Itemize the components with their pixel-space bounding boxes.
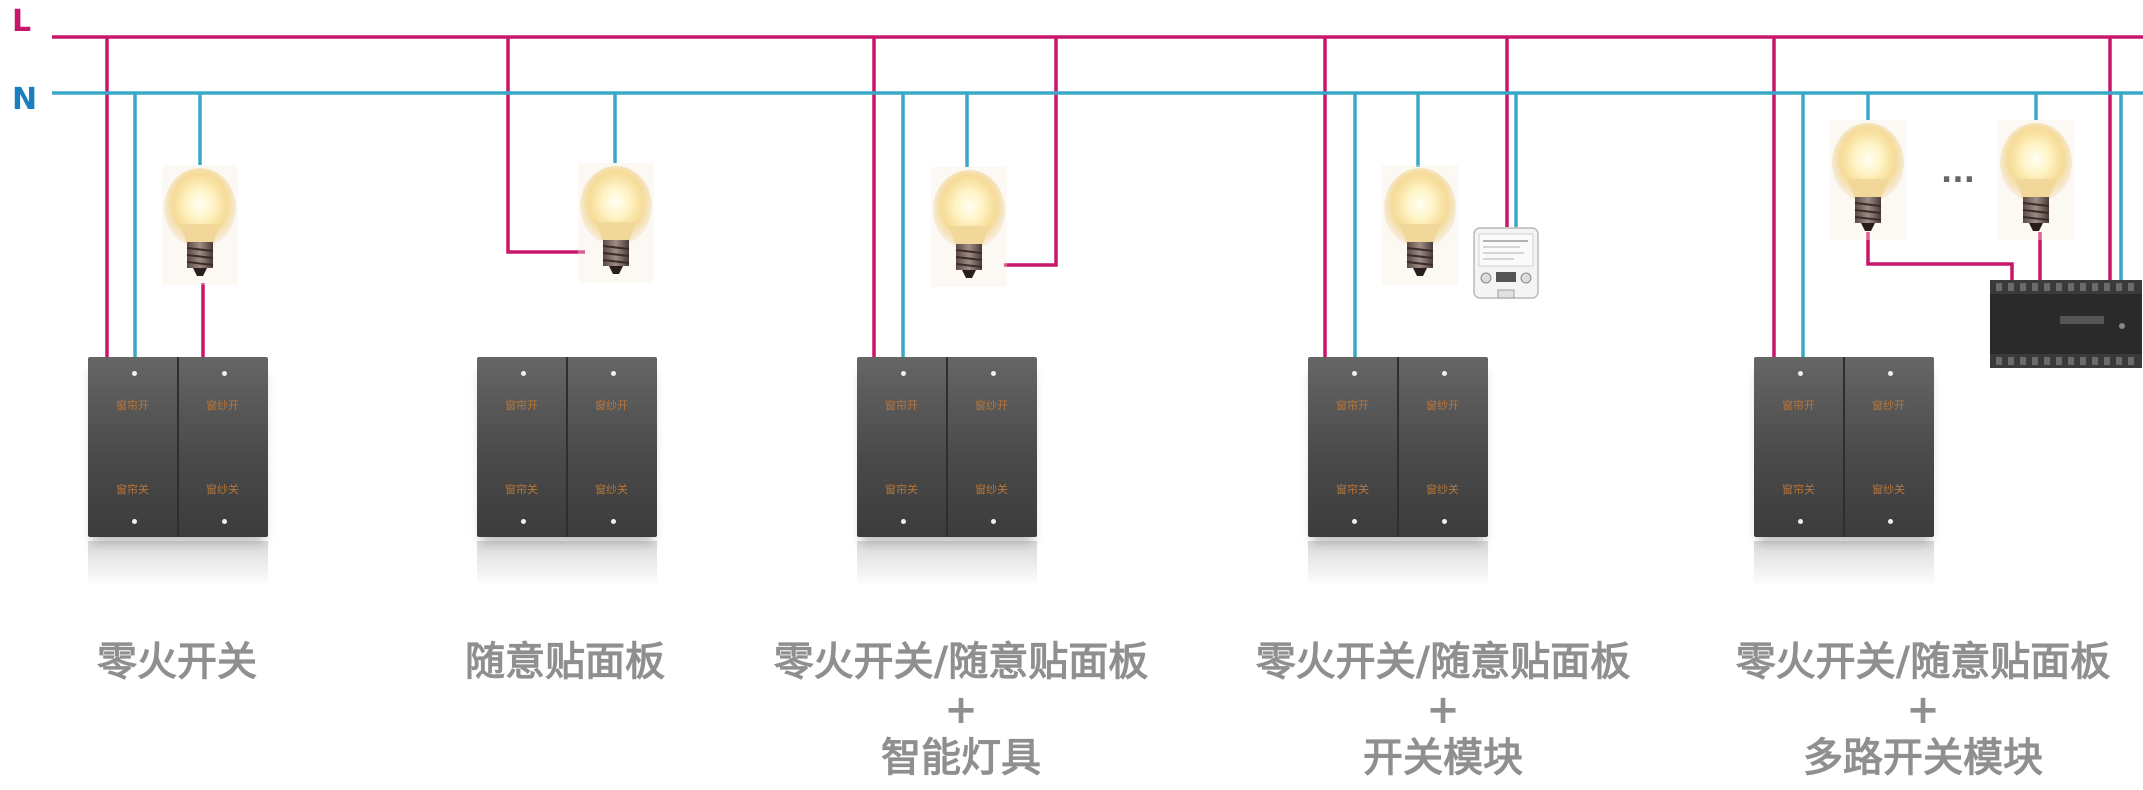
live-wire-3-lamp [1004, 37, 1058, 267]
live-wires [52, 35, 2143, 357]
indicator-dot [1442, 519, 1447, 524]
key-label: 窗帘开 [1782, 399, 1815, 412]
caption-line: + [1906, 687, 1940, 733]
indicator-dot [611, 519, 616, 524]
neutral-line-label: N [12, 82, 38, 117]
indicator-dot [222, 519, 227, 524]
key-label: 窗帘关 [1782, 483, 1815, 496]
key-label: 窗纱关 [975, 483, 1008, 496]
panel-divider [1843, 357, 1845, 537]
indicator-dot [1888, 371, 1893, 376]
key-label: 窗帘关 [505, 483, 538, 496]
panel-divider [177, 357, 179, 537]
indicator-dot [901, 519, 906, 524]
indicator-dot [521, 371, 526, 376]
scenario-caption: 随意贴面板 [305, 638, 825, 686]
indicator-dot [991, 371, 996, 376]
switch-panel: 窗帘开 窗纱开 窗帘关 窗纱关 [857, 357, 1037, 587]
key-label: 窗帘关 [1336, 483, 1369, 496]
key-label: 窗帘开 [885, 399, 918, 412]
key-label: 窗纱关 [595, 483, 628, 496]
indicator-dot [901, 371, 906, 376]
switch-panel: 窗帘开 窗纱开 窗帘关 窗纱关 [1308, 357, 1488, 587]
key-label: 窗帘开 [116, 399, 149, 412]
indicator-dot [1442, 371, 1447, 376]
scenario-caption: 零火开关/随意贴面板 + 开关模块 [1183, 638, 1703, 782]
caption-line: 零火开关 [97, 639, 257, 685]
key-label: 窗纱开 [1426, 399, 1459, 412]
panel-divider [946, 357, 948, 537]
key-label: 窗帘关 [116, 483, 149, 496]
key-label: 窗纱关 [1426, 483, 1459, 496]
bulb-icon [1381, 164, 1459, 286]
scenario-caption: 零火开关 [0, 638, 437, 686]
key-label: 窗纱开 [975, 399, 1008, 412]
indicator-dot [611, 371, 616, 376]
caption-line: + [944, 687, 978, 733]
indicator-dot [991, 519, 996, 524]
bulb-icon [161, 164, 239, 286]
switch-panel: 窗帘开 窗纱开 窗帘关 窗纱关 [1754, 357, 1934, 587]
bulb-icon [577, 162, 655, 284]
indicator-dot [1352, 519, 1357, 524]
caption-line: + [1426, 687, 1460, 733]
switch-panel: 窗帘开 窗纱开 窗帘关 窗纱关 [88, 357, 268, 587]
indicator-dot [1798, 371, 1803, 376]
bulb-icon [1997, 119, 2075, 241]
caption-line: 随意贴面板 [465, 639, 665, 685]
caption-line: 零火开关/随意贴面板 [773, 639, 1149, 685]
panel-divider [1397, 357, 1399, 537]
indicator-dot [521, 519, 526, 524]
key-label: 窗帘关 [885, 483, 918, 496]
key-label: 窗纱开 [1872, 399, 1905, 412]
indicator-dot [1888, 519, 1893, 524]
caption-line: 开关模块 [1363, 735, 1523, 781]
live-wire-2 [506, 37, 585, 254]
key-label: 窗帘开 [505, 399, 538, 412]
indicator-dot [1798, 519, 1803, 524]
switch-panel: 窗帘开 窗纱开 窗帘关 窗纱关 [477, 357, 657, 587]
key-label: 窗纱关 [206, 483, 239, 496]
key-label: 窗纱关 [1872, 483, 1905, 496]
caption-line: 零火开关/随意贴面板 [1255, 639, 1631, 685]
key-label: 窗纱开 [595, 399, 628, 412]
bulb-icon [1829, 119, 1907, 241]
multi-channel-module-icon [1990, 280, 2142, 368]
key-label: 窗纱开 [206, 399, 239, 412]
key-label: 窗帘开 [1336, 399, 1369, 412]
indicator-dot [132, 519, 137, 524]
switch-module-icon [1473, 227, 1539, 299]
caption-line: 智能灯具 [881, 735, 1041, 781]
ellipsis-text: ... [1941, 155, 1975, 190]
bulb-icon [930, 166, 1008, 288]
scenario-caption: 零火开关/随意贴面板 + 多路开关模块 [1663, 638, 2143, 782]
caption-line: 零火开关/随意贴面板 [1735, 639, 2111, 685]
live-wire-5-switched [1866, 232, 2014, 282]
live-line-label: L [12, 4, 32, 39]
panel-divider [566, 357, 568, 537]
indicator-dot [1352, 371, 1357, 376]
scenario-caption: 零火开关/随意贴面板 + 智能灯具 [701, 638, 1221, 782]
indicator-dot [132, 371, 137, 376]
indicator-dot [222, 371, 227, 376]
caption-line: 多路开关模块 [1803, 735, 2043, 781]
neutral-wires [52, 91, 2143, 357]
